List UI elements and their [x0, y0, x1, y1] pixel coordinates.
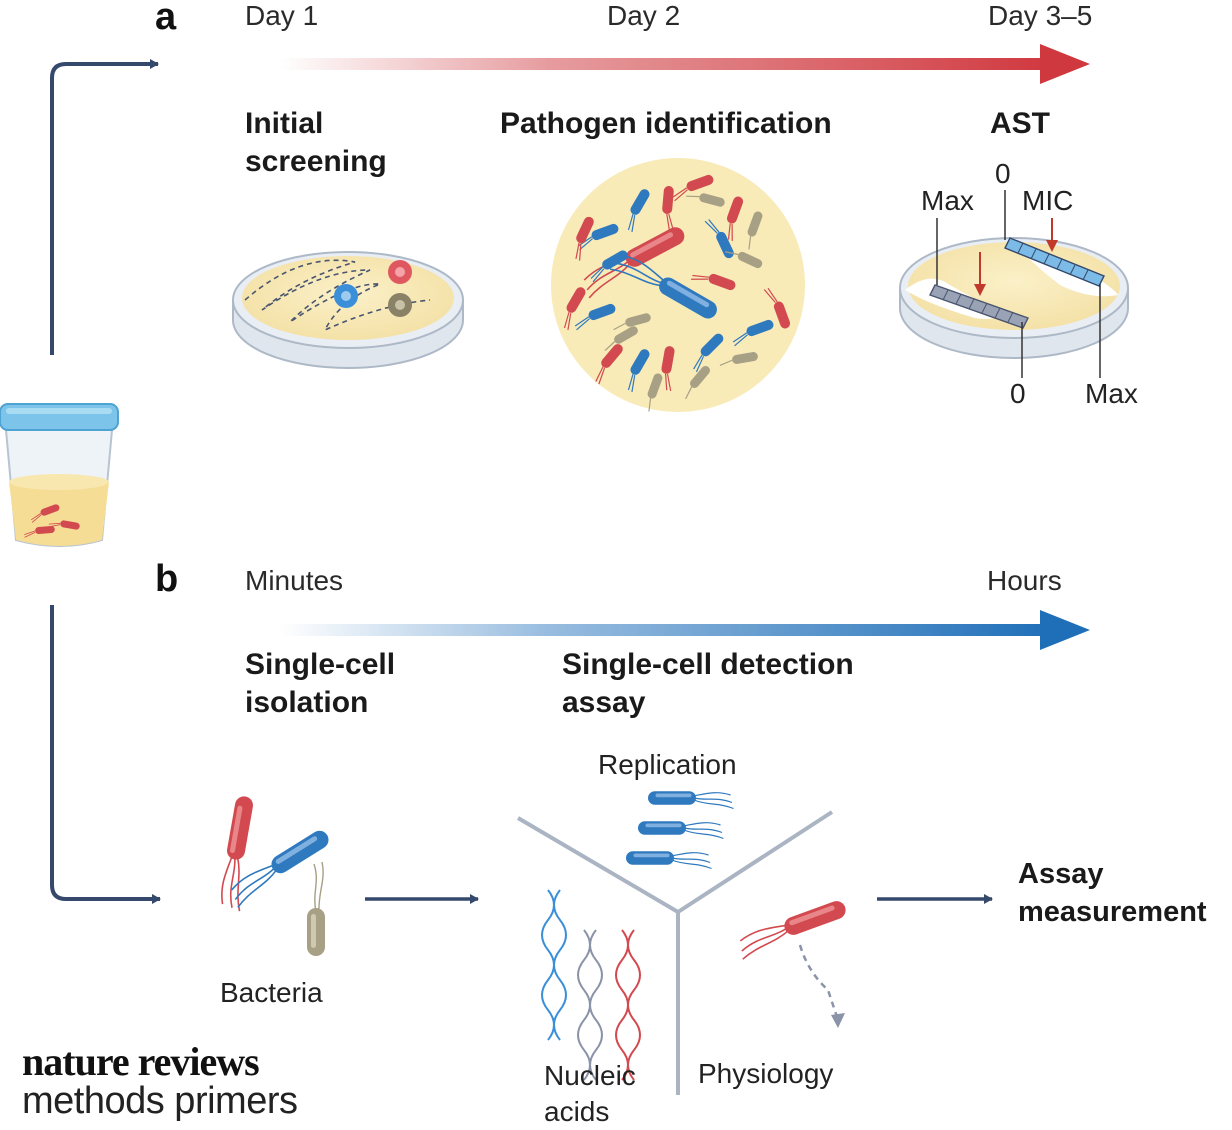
time-label-minutes: Minutes: [245, 565, 344, 596]
label-replication: Replication: [598, 749, 737, 780]
brand-methods-primers: methods primers: [22, 1080, 298, 1122]
strip-label-max-bottom: Max: [1085, 378, 1138, 409]
nucleic-acid-helices: [541, 889, 641, 1081]
time-label-hours: Hours: [987, 565, 1062, 596]
timeline-arrow-hours: [280, 610, 1090, 650]
stage-ast: AST: [990, 107, 1050, 140]
sample-cup-icon: [0, 403, 119, 547]
time-label-day2: Day 2: [607, 0, 681, 31]
strip-gray: [929, 284, 1029, 329]
time-label-day1: Day 1: [245, 0, 319, 31]
replication-bacteria: [625, 790, 735, 870]
label-physiology: Physiology: [698, 1058, 834, 1089]
petri-dish-ast: [899, 190, 1129, 378]
panel-label-b: b: [155, 558, 179, 600]
flow-connector-top: [50, 59, 159, 355]
stage-single-cell-detection-assay: Single-cell detection assay: [562, 648, 854, 719]
petri-dish-screening: [232, 251, 464, 369]
label-nucleic-acids: Nucleic acids: [544, 1060, 636, 1127]
time-label-day3-5: Day 3–5: [988, 0, 1093, 31]
brand-nature-reviews: nature reviews: [22, 1039, 260, 1084]
mic-marker-arrows: [974, 218, 1058, 296]
microscope-field: [551, 158, 805, 413]
bacteria-group: [216, 794, 336, 956]
stage-pathogen-identification: Pathogen identification: [500, 107, 832, 140]
strip-label-zero-top: 0: [995, 158, 1011, 189]
strip-label-max-top: Max: [921, 185, 974, 216]
panel-label-a: a: [155, 0, 177, 38]
label-bacteria: Bacteria: [220, 977, 323, 1008]
label-assay-measurement: Assay measurement: [1018, 858, 1207, 928]
strip-label-mic: MIC: [1022, 185, 1074, 216]
timeline-arrow-days: [280, 44, 1090, 84]
strip-leader-lines: [936, 190, 1101, 378]
flow-connector-bottom: [50, 605, 161, 904]
strip-label-zero-bottom: 0: [1010, 378, 1026, 409]
strip-blue: [1004, 237, 1105, 287]
stage-single-cell-isolation: Single-cell isolation: [245, 648, 396, 719]
stage-initial-screening: Initial screening: [245, 107, 387, 178]
assay-divider: [516, 810, 834, 1095]
physiology-bacterium: [734, 897, 851, 1028]
